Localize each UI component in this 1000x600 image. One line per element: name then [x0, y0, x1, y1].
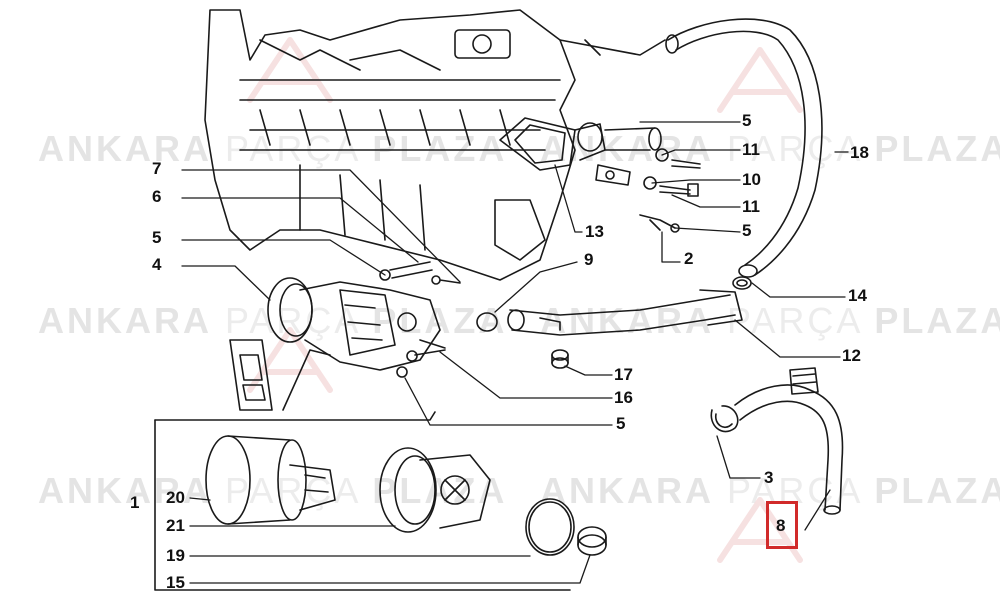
callout-20: 20 — [166, 488, 185, 507]
callout-8: 8 — [776, 516, 786, 535]
upper-hose — [665, 18, 823, 278]
water-pump-assembly — [267, 277, 446, 371]
callout-4: 4 — [152, 255, 162, 274]
callout-5-bottom: 5 — [616, 414, 626, 433]
callout-5-left: 5 — [152, 228, 162, 247]
callout-18: 18 — [850, 143, 869, 162]
watermark-logo-icons — [247, 37, 803, 563]
bolt-cluster — [639, 148, 701, 233]
pump-bolts — [379, 261, 461, 378]
watermark-row-1b: ANKARA PARÇA PLAZA — [540, 128, 1000, 169]
callout-14: 14 — [848, 286, 867, 305]
watermark-row-3b: ANKARA PARÇA PLAZA — [540, 470, 1000, 511]
leader-lines — [181, 121, 849, 584]
callout-12: 12 — [842, 346, 861, 365]
pump-gasket — [229, 339, 273, 411]
callout-13: 13 — [585, 222, 604, 241]
bracket-line-1 — [154, 411, 436, 421]
callout-10: 10 — [742, 170, 761, 189]
callout-7: 7 — [152, 159, 162, 178]
callout-2: 2 — [684, 249, 694, 268]
callout-11-top: 11 — [742, 140, 760, 159]
callout-9: 9 — [584, 250, 594, 269]
callout-6: 6 — [152, 187, 162, 206]
callout-3: 3 — [764, 468, 774, 487]
callout-21: 21 — [166, 516, 185, 535]
leader-pump-group — [282, 349, 331, 411]
watermark-row-2b: ANKARA PARÇA PLAZA — [540, 300, 1000, 341]
plug-17 — [551, 349, 569, 369]
callout-19: 19 — [166, 546, 185, 565]
highlight-box-part-8 — [766, 501, 798, 549]
callout-5-mid: 5 — [742, 221, 752, 240]
coolant-pipe-12 — [507, 289, 743, 336]
callout-11-bottom: 11 — [742, 197, 760, 216]
callout-17: 17 — [614, 365, 633, 384]
callout-1: 1 — [130, 493, 140, 512]
watermark-row-3: ANKARA PARÇA PLAZA — [38, 470, 508, 511]
o-ring-9 — [476, 312, 498, 332]
callout-16: 16 — [614, 388, 633, 407]
pump-unit-21 — [379, 447, 491, 533]
callout-15: 15 — [166, 573, 185, 592]
hose-clamp-14 — [732, 276, 752, 290]
callout-5-top: 5 — [742, 111, 752, 130]
cap-15 — [577, 526, 607, 556]
o-ring-19 — [525, 498, 575, 556]
hose-clamp-3 — [710, 405, 739, 433]
watermark-row-1: ANKARA PARÇA PLAZA — [38, 128, 508, 169]
pump-unit-20 — [205, 435, 336, 525]
group-bracket-1 — [154, 419, 571, 591]
lower-hose-8 — [734, 367, 844, 515]
thermostat-housing — [499, 117, 662, 186]
